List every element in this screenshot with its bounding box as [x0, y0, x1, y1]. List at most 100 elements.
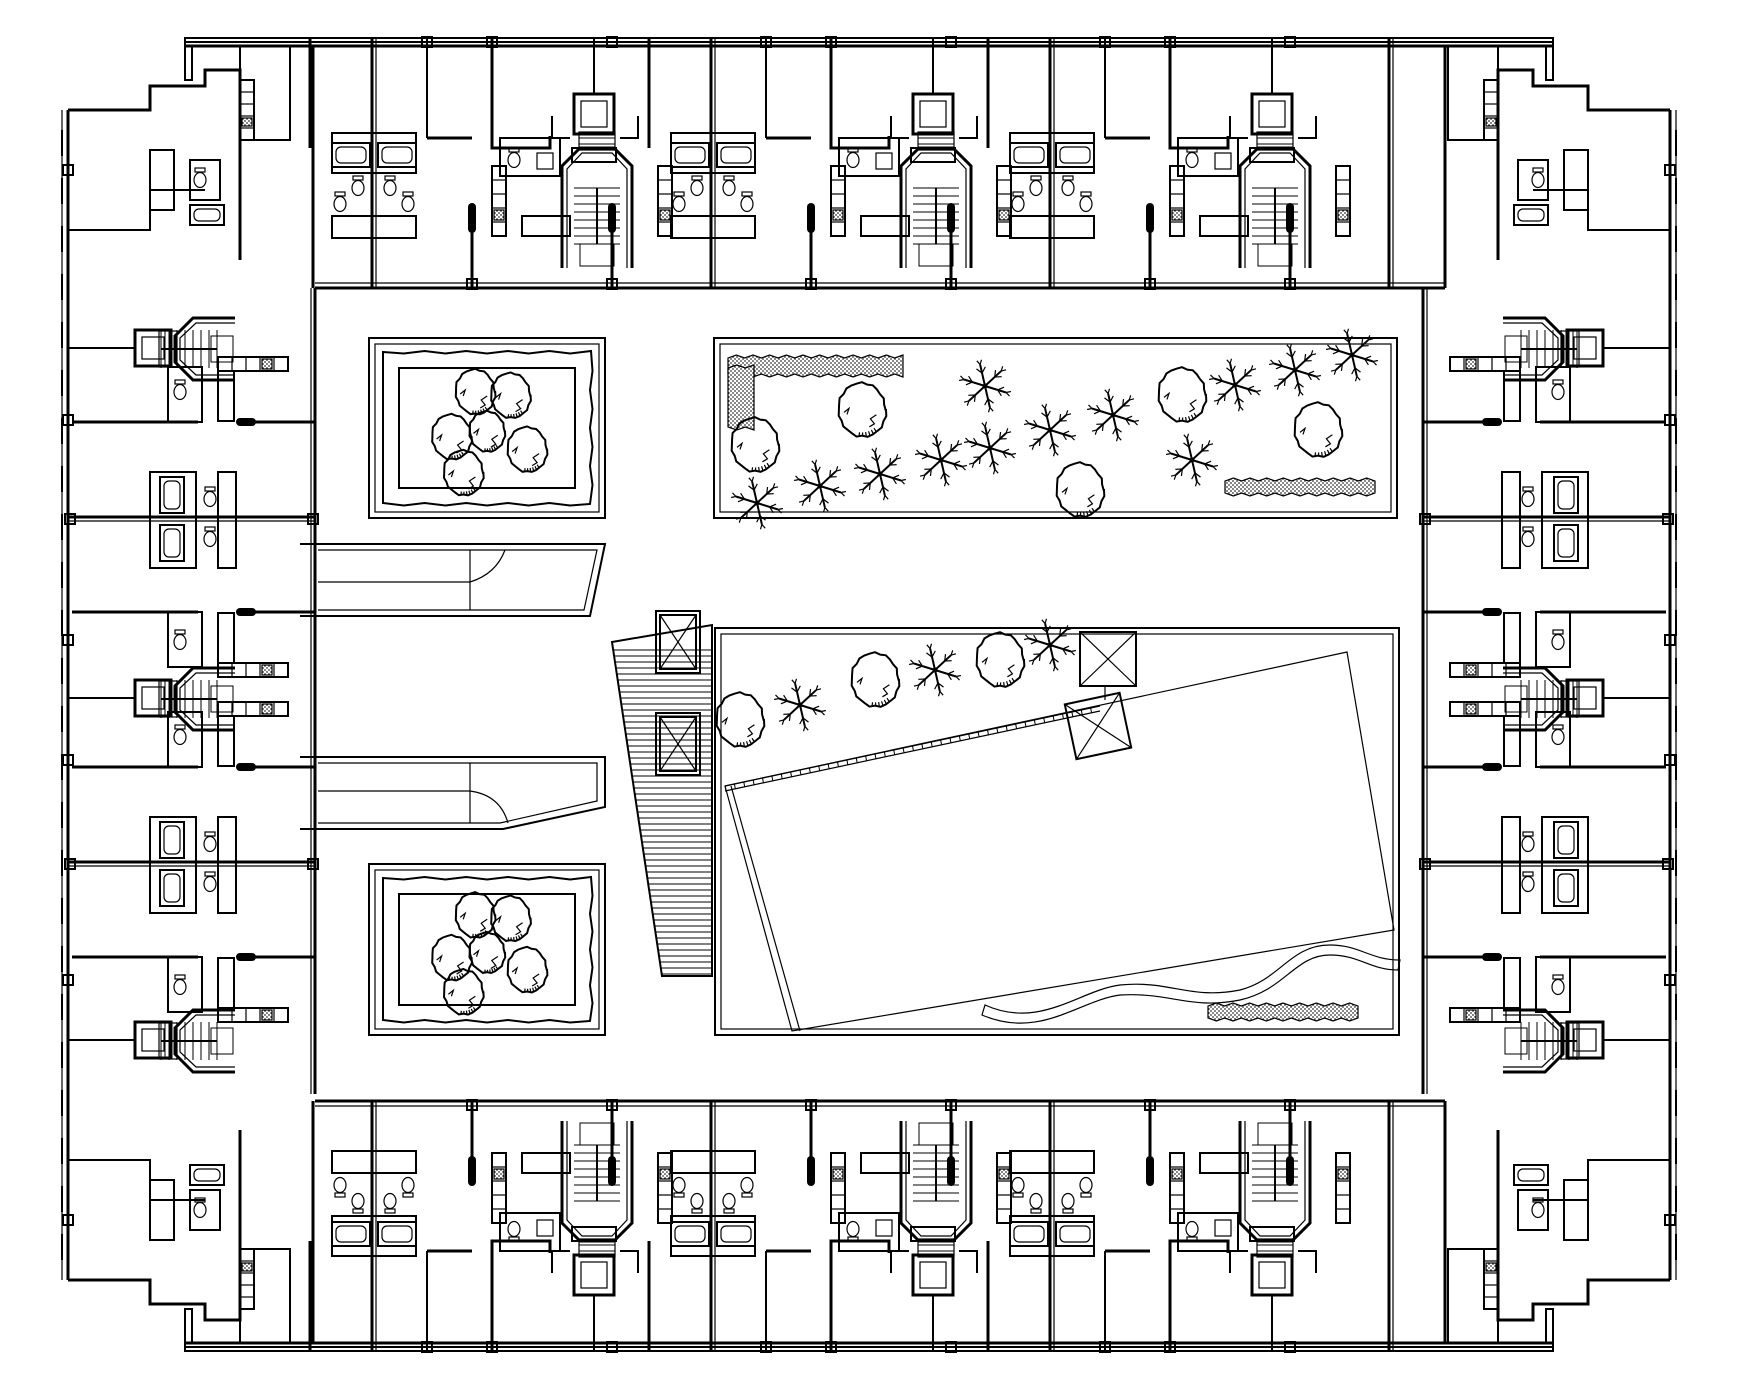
shrub-bed-icon [1224, 477, 1376, 497]
toilet-icon [1011, 1176, 1025, 1198]
kitchen-counter-icon [1335, 1152, 1351, 1224]
skylight-icon [659, 716, 697, 772]
column [1284, 1099, 1296, 1111]
kitchen-counter-icon [217, 701, 289, 717]
bathtub-icon [189, 204, 225, 226]
toilet-icon [1185, 147, 1199, 169]
column [1662, 858, 1674, 870]
branch-tree-icon [773, 678, 827, 732]
apartment-bay [986, 36, 1351, 290]
kitchen-counter-icon [1335, 165, 1351, 237]
wall-stub [236, 608, 256, 616]
toilet-icon [672, 1176, 686, 1198]
toilet-icon [173, 974, 187, 996]
toilet-icon [1061, 175, 1075, 197]
toilet-icon [740, 191, 754, 213]
round-tree-icon [1157, 366, 1208, 423]
column [62, 974, 74, 986]
toilet-icon [507, 1220, 521, 1242]
toilet-icon [383, 1192, 397, 1214]
bathroom [167, 711, 203, 768]
bathroom [838, 1212, 900, 1252]
column [421, 36, 433, 48]
toilet-icon [193, 167, 207, 189]
bathtub-icon [189, 1164, 225, 1186]
toilet-icon [722, 1192, 736, 1214]
column [1419, 858, 1431, 870]
apartment-stack [1419, 701, 1674, 1023]
round-tree-icon [442, 448, 485, 497]
corner-unit [68, 68, 242, 260]
column [1284, 278, 1296, 290]
toilet-icon [846, 147, 860, 169]
toilet-icon [173, 724, 187, 746]
skylight-icon [1063, 691, 1133, 761]
wall-stub [236, 953, 256, 961]
wall-stub [1146, 203, 1154, 233]
branch-tree-icon [1208, 358, 1262, 412]
toilet-icon [1185, 1220, 1199, 1242]
column [1664, 974, 1676, 986]
branch-tree-icon [1023, 618, 1077, 672]
bathtub-icon [377, 142, 417, 168]
round-tree-icon [506, 945, 549, 994]
stair-icon [899, 1121, 973, 1258]
bathtub-icon [1553, 476, 1579, 514]
toilet-icon [507, 147, 521, 169]
corner-unit [68, 1130, 242, 1322]
wall-stub [1482, 608, 1502, 616]
branch-tree-icon [1086, 388, 1140, 442]
bathtub-icon [377, 1221, 417, 1247]
elevator-icon [1250, 92, 1294, 136]
tree-cluster-icon [431, 367, 549, 497]
pool-icon [724, 651, 1395, 1032]
bathtub-icon [159, 821, 185, 859]
shrub-bed-icon [727, 364, 755, 431]
toilet-icon [1029, 175, 1043, 197]
bathroom [1517, 159, 1549, 201]
small-planter-north [368, 337, 606, 519]
wall-stub [236, 418, 256, 426]
bathroom [167, 366, 203, 423]
toilet-icon [1521, 486, 1535, 508]
right-wing [1419, 68, 1677, 1322]
column [466, 278, 478, 290]
branch-tree-icon [1325, 328, 1379, 382]
column [945, 1099, 957, 1111]
garden-planter-east [713, 328, 1398, 530]
bathroom [167, 956, 203, 1013]
column [805, 278, 817, 290]
round-tree-icon [506, 425, 549, 473]
branch-tree-icon [914, 433, 968, 487]
toilet-icon [1551, 379, 1565, 401]
bathroom [1517, 1189, 1549, 1231]
toilet-icon [1521, 831, 1535, 853]
column [62, 754, 74, 766]
bathtub-icon [1513, 204, 1549, 226]
column [760, 36, 772, 48]
toilet-icon [1551, 974, 1565, 996]
toilet-icon [203, 486, 217, 508]
column [1099, 1341, 1111, 1353]
toilet-icon [722, 175, 736, 197]
column [945, 1341, 957, 1353]
skylight-icon [1079, 631, 1137, 687]
kitchen-counter-icon [1449, 701, 1521, 717]
wall-stub [807, 203, 815, 233]
bathroom [1535, 366, 1571, 423]
toilet-icon [401, 191, 415, 213]
column [62, 414, 74, 426]
bathroom [1535, 711, 1571, 768]
bathtub-icon [159, 869, 185, 907]
branch-tree-icon [853, 447, 907, 501]
shrub-bed-icon [1207, 1002, 1359, 1022]
bathtub-icon [1009, 142, 1049, 168]
column [307, 858, 319, 870]
bathtub-icon [159, 524, 185, 562]
toilet-icon [1531, 167, 1545, 189]
round-tree-icon [1293, 401, 1344, 458]
branch-tree-icon [963, 421, 1017, 475]
round-tree-icon [454, 891, 497, 939]
bathtub-icon [331, 142, 371, 168]
bathtub-icon [1553, 524, 1579, 562]
